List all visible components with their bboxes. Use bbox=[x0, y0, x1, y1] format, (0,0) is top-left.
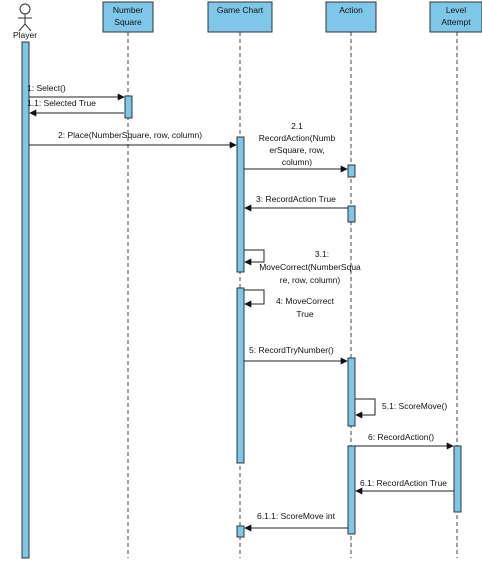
message-label: 5.1: ScoreMove() bbox=[382, 401, 447, 411]
activation-level-attempt bbox=[453, 445, 462, 513]
message-label: 3.1: bbox=[315, 249, 329, 259]
actor-player: Player bbox=[13, 3, 37, 40]
message-2: 2: Place(NumberSquare, row, column) bbox=[29, 130, 237, 149]
participant-label: Attempt bbox=[441, 17, 471, 27]
activation-action bbox=[347, 445, 356, 535]
participant-number-square: Number Square bbox=[102, 1, 154, 33]
message-1: 1: Select() bbox=[27, 83, 125, 101]
message-5: 5: RecordTryNumber() bbox=[244, 345, 348, 365]
participant-action: Action bbox=[325, 1, 377, 33]
message-4: 4: MoveCorrect True bbox=[244, 289, 335, 319]
message-label: erSquare, row, bbox=[269, 145, 324, 155]
message-label: column) bbox=[282, 157, 312, 167]
message-label: True bbox=[296, 309, 313, 319]
message-label: re, row, column) bbox=[280, 275, 341, 285]
activation-action bbox=[347, 164, 356, 178]
activation-game-chart bbox=[236, 287, 245, 464]
message-3-1: 3.1: MoveCorrect(NumberSqua re, row, col… bbox=[244, 249, 361, 285]
message-6-1: 6.1: RecordAction True bbox=[355, 478, 454, 495]
activation-player bbox=[21, 41, 30, 559]
message-label: MoveCorrect(NumberSqua bbox=[259, 262, 361, 272]
actor-label: Player bbox=[13, 30, 37, 40]
participant-label: Level bbox=[446, 5, 466, 15]
message-label: 4: MoveCorrect bbox=[276, 296, 335, 306]
message-3: 3: RecordAction True bbox=[244, 194, 348, 212]
message-label: 1: Select() bbox=[27, 83, 66, 93]
message-arrow bbox=[244, 249, 265, 266]
message-arrow bbox=[355, 398, 376, 419]
message-6-1-1: 6.1.1: ScoreMove int bbox=[244, 511, 348, 532]
activation-action bbox=[347, 205, 356, 223]
participant-label: Action bbox=[339, 5, 363, 15]
message-label: 2.1 bbox=[291, 121, 303, 131]
activation-game-chart bbox=[236, 525, 245, 538]
message-label: RecordAction(Numb bbox=[259, 133, 336, 143]
message-label: 6.1.1: ScoreMove int bbox=[257, 511, 336, 521]
activation-number-square bbox=[124, 95, 133, 119]
participant-label: Square bbox=[114, 17, 142, 27]
stick-figure-icon bbox=[18, 3, 32, 32]
message-label: 2: Place(NumberSquare, row, column) bbox=[58, 130, 202, 140]
message-5-1: 5.1: ScoreMove() bbox=[355, 398, 447, 419]
message-arrow bbox=[244, 289, 265, 308]
message-label: 3: RecordAction True bbox=[256, 194, 336, 204]
message-label: 5: RecordTryNumber() bbox=[249, 345, 334, 355]
message-label: 6: RecordAction() bbox=[368, 432, 434, 442]
participant-level-attempt: Level Attempt bbox=[429, 1, 482, 33]
message-2-1: 2.1 RecordAction(Numb erSquare, row, col… bbox=[244, 121, 348, 173]
activation-action bbox=[347, 357, 356, 427]
message-label: 6.1: RecordAction True bbox=[360, 478, 447, 488]
message-label: 1.1: Selected True bbox=[27, 98, 96, 108]
message-6: 6: RecordAction() bbox=[355, 432, 454, 450]
participant-label: Number bbox=[113, 5, 143, 15]
activation-game-chart bbox=[236, 136, 245, 273]
participant-game-chart: Game Chart bbox=[207, 1, 273, 33]
participant-label: Game Chart bbox=[217, 5, 264, 15]
message-1-1: 1.1: Selected True bbox=[27, 98, 124, 117]
